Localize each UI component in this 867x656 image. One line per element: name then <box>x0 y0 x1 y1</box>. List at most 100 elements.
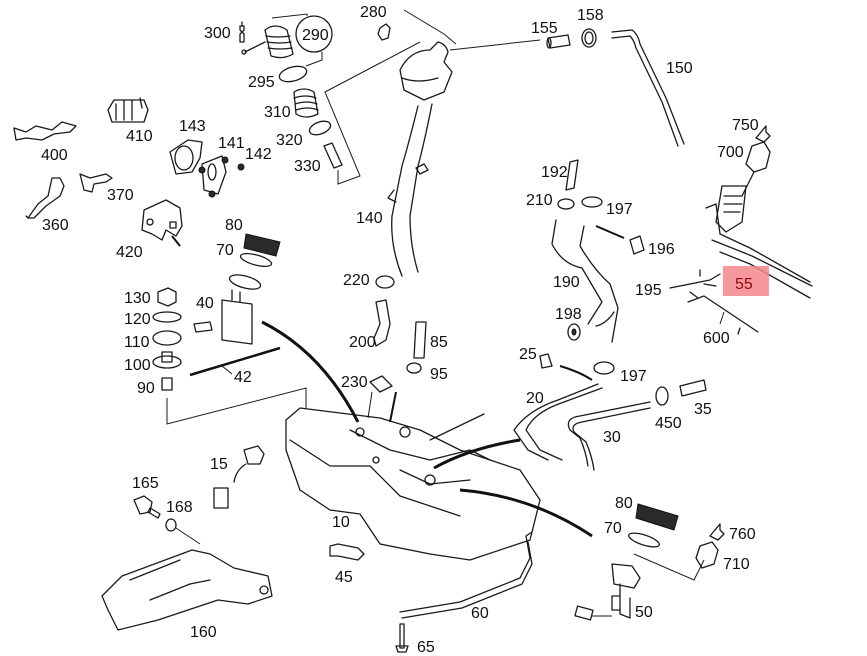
label-30[interactable]: 30 <box>603 429 621 446</box>
label-197-upper[interactable]: 197 <box>606 201 633 218</box>
label-60[interactable]: 60 <box>471 605 489 622</box>
label-410[interactable]: 410 <box>126 128 153 145</box>
part-300-screw[interactable] <box>239 21 245 43</box>
part-25-cap[interactable] <box>539 353 593 381</box>
part-110-washer[interactable] <box>152 330 182 346</box>
part-750-cap[interactable] <box>755 125 771 143</box>
label-10[interactable]: 10 <box>332 514 350 531</box>
part-196-cap[interactable] <box>595 225 645 255</box>
part-450-clamp[interactable] <box>655 386 669 406</box>
label-295[interactable]: 295 <box>248 74 275 91</box>
part-95-clamp[interactable] <box>406 362 422 374</box>
label-230[interactable]: 230 <box>341 374 368 391</box>
label-290[interactable]: 290 <box>302 27 329 44</box>
label-155[interactable]: 155 <box>531 20 558 37</box>
label-168[interactable]: 168 <box>166 499 193 516</box>
label-65[interactable]: 65 <box>417 639 435 656</box>
label-90[interactable]: 90 <box>137 380 155 397</box>
label-420[interactable]: 420 <box>116 244 143 261</box>
label-320[interactable]: 320 <box>276 132 303 149</box>
label-195[interactable]: 195 <box>635 282 662 299</box>
label-40[interactable]: 40 <box>196 295 214 312</box>
part-35-tube[interactable] <box>679 379 707 397</box>
label-80-right[interactable]: 80 <box>615 495 633 512</box>
label-130[interactable]: 130 <box>124 290 151 307</box>
label-20[interactable]: 20 <box>526 390 544 407</box>
part-15-sensor[interactable] <box>213 445 265 509</box>
part-45-connector[interactable] <box>329 543 365 561</box>
part-197-clamp-lower[interactable] <box>593 361 615 375</box>
part-710-connector[interactable] <box>695 541 719 569</box>
label-150[interactable]: 150 <box>666 60 693 77</box>
part-295-ring[interactable] <box>278 64 309 85</box>
part-100-mount[interactable] <box>152 351 182 369</box>
label-360[interactable]: 360 <box>42 217 69 234</box>
label-310[interactable]: 310 <box>264 104 291 121</box>
part-310-bellows[interactable] <box>293 88 319 118</box>
label-80-left[interactable]: 80 <box>225 217 243 234</box>
part-42-line[interactable] <box>189 346 281 377</box>
part-600-harness[interactable] <box>687 295 759 335</box>
part-210-clamp[interactable] <box>557 198 575 210</box>
label-120[interactable]: 120 <box>124 311 151 328</box>
part-158-clamp[interactable] <box>581 28 597 48</box>
part-55-fuel-sender[interactable] <box>705 185 813 299</box>
part-160-heat-shield[interactable] <box>101 549 273 631</box>
part-10-fuel-tank[interactable] <box>285 407 541 561</box>
part-420-plate[interactable] <box>141 199 183 247</box>
label-220[interactable]: 220 <box>343 272 370 289</box>
label-70-left[interactable]: 70 <box>216 242 234 259</box>
part-90-spacer[interactable] <box>161 377 173 391</box>
part-330-tube[interactable] <box>323 41 421 185</box>
label-198[interactable]: 198 <box>555 306 582 323</box>
part-400-clip[interactable] <box>13 121 77 141</box>
part-70-seal-right[interactable] <box>627 530 661 549</box>
label-100[interactable]: 100 <box>124 357 151 374</box>
label-70-right[interactable]: 70 <box>604 520 622 537</box>
label-85[interactable]: 85 <box>430 334 448 351</box>
part-120-washer[interactable] <box>152 311 182 323</box>
label-192[interactable]: 192 <box>541 164 568 181</box>
label-55[interactable]: 55 <box>735 276 753 293</box>
label-143[interactable]: 143 <box>179 118 206 135</box>
label-45[interactable]: 45 <box>335 569 353 586</box>
part-130-nut[interactable] <box>157 287 177 307</box>
label-330[interactable]: 330 <box>294 158 321 175</box>
part-143-gasket[interactable] <box>169 139 203 175</box>
part-80-lock-ring-left[interactable] <box>243 233 281 257</box>
part-40-fuel-pump[interactable] <box>193 272 262 345</box>
label-142[interactable]: 142 <box>245 146 272 163</box>
part-155-tube[interactable] <box>546 34 571 49</box>
part-230-clamp[interactable] <box>369 375 393 393</box>
label-25[interactable]: 25 <box>519 346 537 363</box>
label-190[interactable]: 190 <box>553 274 580 291</box>
label-210[interactable]: 210 <box>526 192 553 209</box>
part-198-grommet[interactable] <box>567 323 581 341</box>
label-140[interactable]: 140 <box>356 210 383 227</box>
label-15[interactable]: 15 <box>210 456 228 473</box>
part-141-plate[interactable] <box>198 155 229 198</box>
part-410-bracket[interactable] <box>107 97 149 123</box>
label-42[interactable]: 42 <box>234 369 252 386</box>
part-60-strap[interactable] <box>399 531 533 619</box>
part-290-boot[interactable] <box>241 13 333 67</box>
part-360-bracket[interactable] <box>25 177 65 219</box>
part-192-tube[interactable] <box>565 159 579 191</box>
part-20-hose[interactable] <box>513 383 603 461</box>
label-160[interactable]: 160 <box>190 624 217 641</box>
label-370[interactable]: 370 <box>107 187 134 204</box>
label-158[interactable]: 158 <box>577 7 604 24</box>
part-140-filler-neck[interactable] <box>387 39 541 277</box>
part-150-hose[interactable] <box>611 29 685 145</box>
part-200-hose[interactable] <box>373 299 391 347</box>
part-168-washer[interactable] <box>165 518 201 545</box>
part-320-gasket[interactable] <box>308 119 333 138</box>
part-165-bolt[interactable] <box>133 495 161 519</box>
label-196[interactable]: 196 <box>648 241 675 258</box>
label-750[interactable]: 750 <box>732 117 759 134</box>
part-700-connector[interactable] <box>741 141 771 197</box>
label-35[interactable]: 35 <box>694 401 712 418</box>
label-200[interactable]: 200 <box>349 334 376 351</box>
part-220-clamp[interactable] <box>375 275 395 289</box>
label-700[interactable]: 700 <box>717 144 744 161</box>
